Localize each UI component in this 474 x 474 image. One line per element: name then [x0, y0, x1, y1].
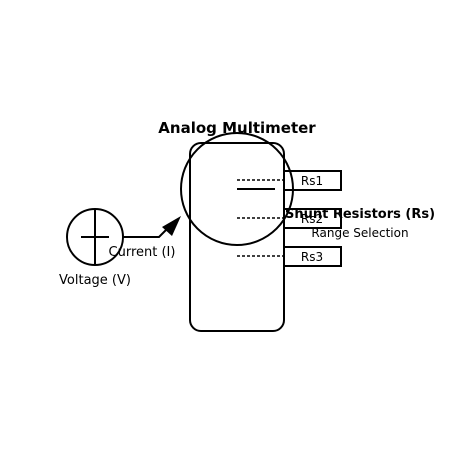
voltage-label: Voltage (V) [59, 273, 131, 288]
resistor-rs1: Rs1 [283, 170, 342, 191]
multimeter-body [189, 142, 285, 332]
current-arrow-head [162, 216, 181, 236]
diagram-title: Analog Multimeter [158, 119, 316, 137]
resistor-rs3: Rs3 [283, 246, 342, 267]
current-wire [123, 216, 181, 238]
current-label: Current (I) [109, 245, 176, 260]
shunt-resistors-label: Shunt Resistors (Rs) [285, 207, 435, 222]
resistor-rs1-label: Rs1 [301, 174, 323, 188]
resistor-rs2: Rs2 [283, 208, 342, 229]
resistor-rs3-box [283, 246, 342, 267]
resistor-rs3-label: Rs3 [301, 250, 323, 264]
resistor-rs2-label: Rs2 [301, 212, 323, 226]
resistor-rs2-box [283, 208, 342, 229]
resistor-rs1-box [283, 170, 342, 191]
range-selection-label: Range Selection [311, 226, 408, 240]
